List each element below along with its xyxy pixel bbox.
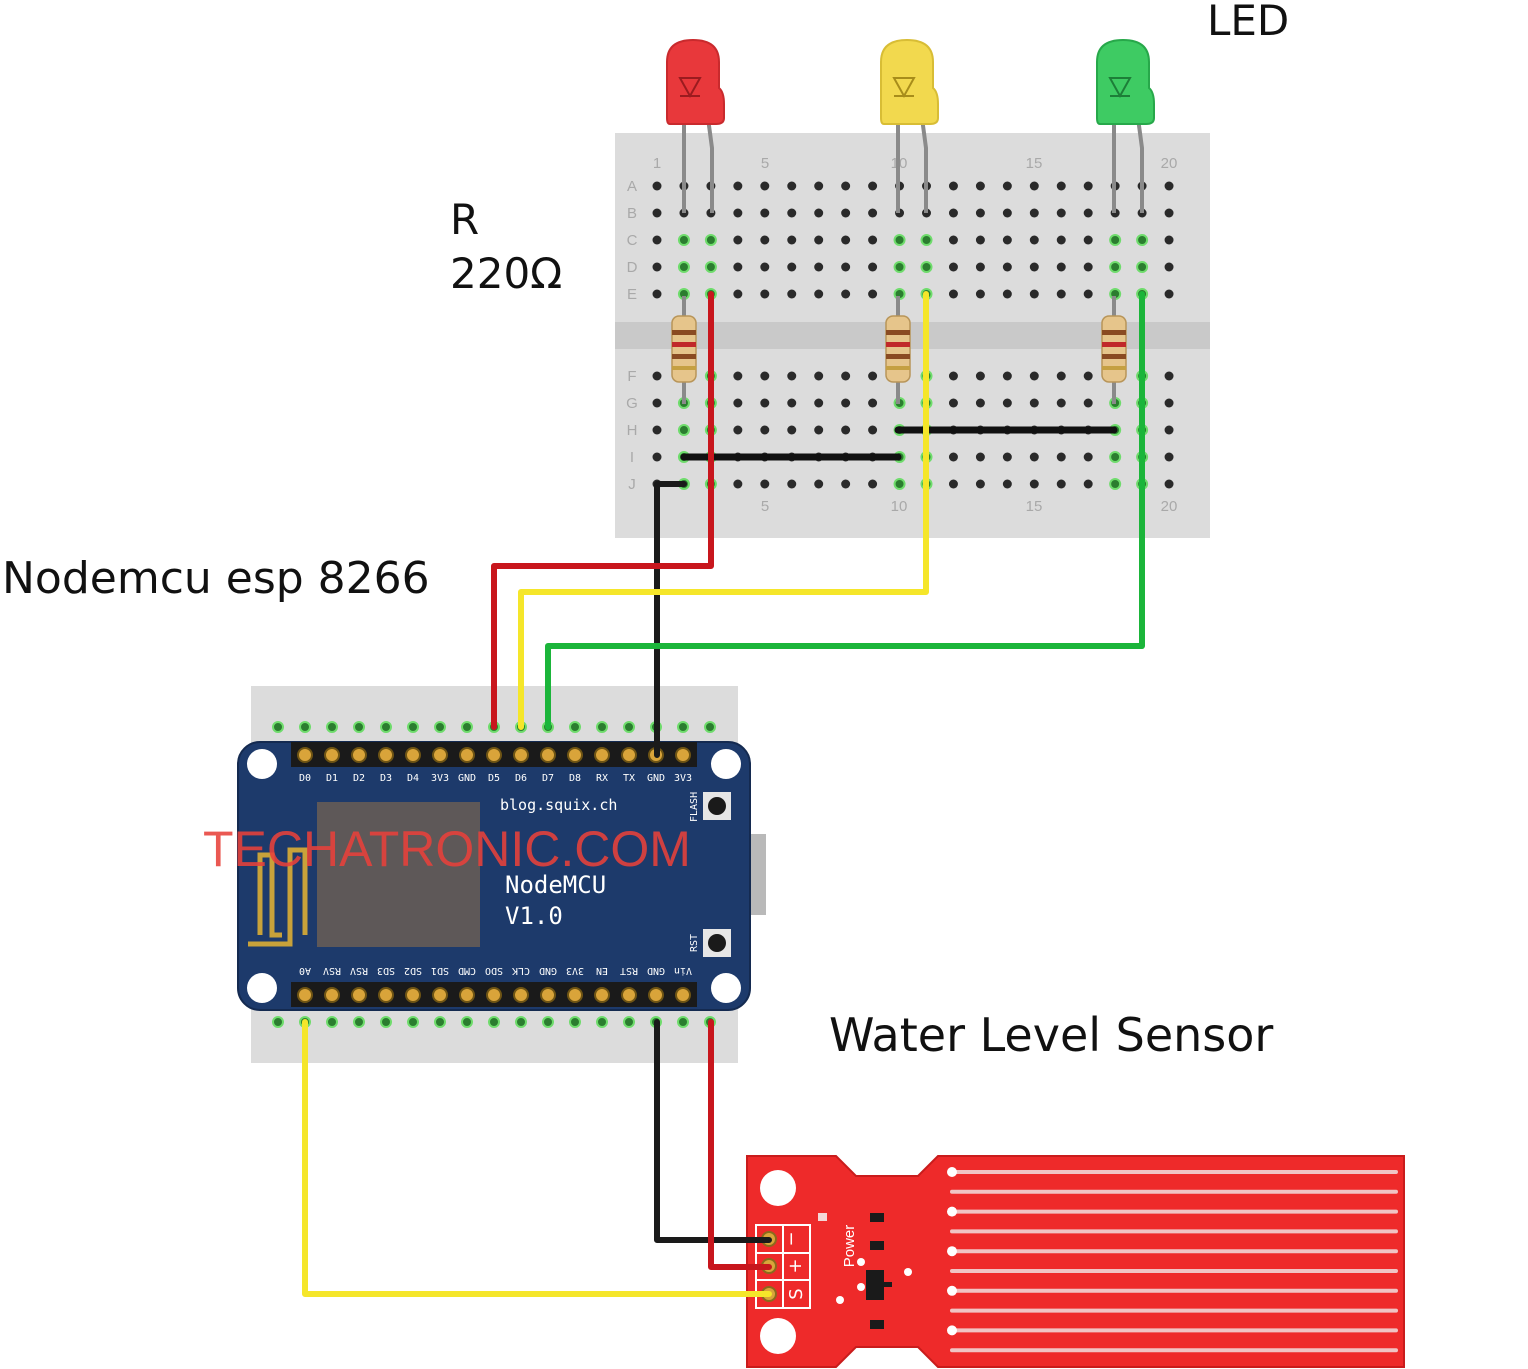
svg-text:10: 10 bbox=[891, 498, 908, 515]
pin-label-top: D5 bbox=[488, 773, 500, 784]
flash-button[interactable] bbox=[703, 792, 731, 820]
svg-text:5: 5 bbox=[761, 155, 769, 172]
wire-yellow-sensor bbox=[302, 1019, 772, 1297]
led-red bbox=[666, 38, 725, 213]
esp-chip bbox=[317, 802, 480, 947]
svg-text:5: 5 bbox=[761, 498, 769, 515]
pin-label-bottom: RSV bbox=[350, 965, 368, 976]
pin-label-bottom: GND bbox=[647, 965, 665, 976]
row-label: D bbox=[627, 259, 638, 276]
wire-gnd-top bbox=[654, 481, 687, 758]
watermark: TECHATRONIC.COM bbox=[203, 821, 691, 877]
row-label: B bbox=[627, 205, 637, 222]
wire-gnd-sensor bbox=[654, 1019, 772, 1243]
resistor-1 bbox=[671, 296, 697, 404]
rst-label: RST bbox=[689, 934, 700, 952]
svg-text:15: 15 bbox=[1026, 155, 1043, 172]
pin-label-bottom: Vin bbox=[674, 965, 692, 976]
resistor-label: R bbox=[450, 195, 479, 244]
svg-text:1: 1 bbox=[653, 155, 661, 172]
pin-label-bottom: GND bbox=[539, 965, 557, 976]
pin-label-top: 3V3 bbox=[674, 773, 692, 784]
power-label: Power bbox=[841, 1225, 858, 1268]
pin-label-top: D2 bbox=[353, 773, 365, 784]
row-label: J bbox=[628, 476, 636, 493]
pin-label-top: D0 bbox=[299, 773, 311, 784]
sensor-label: Water Level Sensor bbox=[829, 1008, 1273, 1062]
resistor-value-label: 220Ω bbox=[450, 249, 562, 298]
flash-label: FLASH bbox=[689, 792, 700, 822]
pin-minus-label: − bbox=[781, 1231, 802, 1246]
wifi-antenna bbox=[248, 847, 308, 947]
site-label: blog.squix.ch bbox=[500, 796, 617, 814]
pin-label-bottom: RSV bbox=[323, 965, 341, 976]
resistor-2 bbox=[885, 296, 911, 404]
pin-label-bottom: EN bbox=[596, 965, 608, 976]
pin-label-top: D8 bbox=[569, 773, 581, 784]
pin-label-top: D6 bbox=[515, 773, 527, 784]
pin-label-bottom: A0 bbox=[299, 965, 311, 976]
pin-label-bottom: 3V3 bbox=[566, 965, 584, 976]
pin-label-top: GND bbox=[647, 773, 665, 784]
wire-yellow-led bbox=[518, 291, 929, 730]
rst-button[interactable] bbox=[703, 929, 731, 957]
row-label: E bbox=[627, 286, 637, 303]
pin-signal-label: S bbox=[786, 1288, 807, 1299]
pin-plus-label: + bbox=[785, 1258, 806, 1273]
pin-label-top: D3 bbox=[380, 773, 392, 784]
row-label: H bbox=[627, 422, 638, 439]
pin-label-bottom: SD2 bbox=[404, 965, 422, 976]
wire-red-sensor bbox=[708, 1019, 772, 1270]
row-label: I bbox=[630, 449, 634, 466]
water-level-sensor: − + S Power bbox=[746, 1155, 1405, 1368]
row-label: C bbox=[627, 232, 638, 249]
pin-label-top: GND bbox=[458, 773, 476, 784]
pin-label-bottom: SDO bbox=[485, 965, 503, 976]
nodemcu-board: FLASH RST blog.squix.ch NodeMCU V1.0 D0 D… bbox=[237, 741, 766, 1011]
wire-green-led bbox=[545, 291, 1145, 730]
pin-label-top: D1 bbox=[326, 773, 338, 784]
mcu-label: Nodemcu esp 8266 bbox=[2, 553, 430, 604]
resistor-3 bbox=[1101, 296, 1127, 404]
pin-label-bottom: CMD bbox=[458, 965, 476, 976]
pin-label-top: D7 bbox=[542, 773, 554, 784]
board-version: V1.0 bbox=[505, 902, 563, 930]
row-label: G bbox=[626, 395, 638, 412]
svg-text:20: 20 bbox=[1161, 155, 1178, 172]
led-label: LED bbox=[1207, 0, 1289, 45]
pin-label-top: RX bbox=[596, 773, 608, 784]
row-label: A bbox=[627, 178, 637, 195]
pin-label-bottom: SD1 bbox=[431, 965, 449, 976]
pin-label-bottom: RST bbox=[620, 965, 638, 976]
board-name: NodeMCU bbox=[505, 871, 606, 899]
led-green bbox=[1096, 38, 1155, 213]
led-yellow bbox=[880, 38, 939, 213]
svg-text:20: 20 bbox=[1161, 498, 1178, 515]
power-led bbox=[818, 1213, 827, 1221]
pin-label-bottom: CLK bbox=[512, 965, 530, 976]
wire-red-led bbox=[491, 291, 714, 730]
pin-label-top: D4 bbox=[407, 773, 419, 784]
row-label: F bbox=[627, 368, 636, 385]
pin-label-bottom: SD3 bbox=[377, 965, 395, 976]
column-numbers-bottom: 5 10 15 20 bbox=[761, 498, 1178, 515]
pin-label-top: TX bbox=[623, 773, 635, 784]
wires bbox=[302, 291, 1145, 1297]
pin-label-top: 3V3 bbox=[431, 773, 449, 784]
svg-text:15: 15 bbox=[1026, 498, 1043, 515]
